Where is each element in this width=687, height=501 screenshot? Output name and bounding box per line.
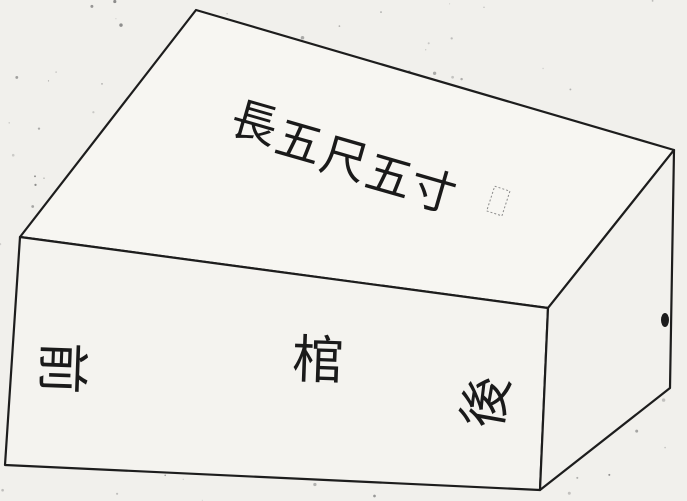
paper-speck bbox=[449, 3, 451, 5]
paper-speck bbox=[90, 4, 94, 8]
paper-speck bbox=[432, 71, 437, 75]
paper-speck bbox=[119, 23, 123, 27]
front-char-front: 前 bbox=[30, 341, 92, 395]
paper-speck bbox=[451, 75, 454, 79]
paper-speck bbox=[182, 478, 184, 480]
paper-speck bbox=[34, 183, 37, 187]
paper-speck bbox=[567, 491, 571, 495]
paper-speck bbox=[427, 42, 430, 45]
front-center-char-group: 棺 bbox=[291, 330, 345, 392]
front-char-coffin: 棺 bbox=[291, 330, 345, 392]
coffin-side-face bbox=[538, 148, 676, 492]
paper-speck bbox=[380, 11, 382, 14]
paper-speck bbox=[0, 243, 2, 246]
paper-speck bbox=[101, 83, 103, 85]
paper-speck bbox=[373, 494, 376, 498]
paper-speck bbox=[569, 88, 572, 91]
paper-speck bbox=[1, 488, 4, 492]
paper-speck bbox=[47, 80, 50, 82]
paper-speck bbox=[116, 492, 119, 495]
paper-speck bbox=[92, 111, 95, 114]
paper-speck bbox=[31, 205, 35, 208]
paper-speck bbox=[576, 476, 579, 479]
paper-speck bbox=[450, 37, 453, 40]
side-face-mark bbox=[661, 313, 669, 327]
paper-speck bbox=[661, 398, 666, 402]
paper-speck bbox=[460, 77, 463, 81]
paper-speck bbox=[226, 13, 228, 15]
paper-speck bbox=[11, 153, 15, 157]
paper-speck bbox=[115, 18, 117, 20]
paper-speck bbox=[651, 0, 654, 2]
paper-speck bbox=[313, 482, 317, 487]
paper-speck bbox=[483, 6, 485, 8]
paper-speck bbox=[37, 127, 41, 130]
paper-speck bbox=[164, 474, 167, 477]
paper-speck bbox=[113, 0, 117, 4]
paper-speck bbox=[635, 429, 639, 433]
paper-speck bbox=[43, 177, 45, 179]
front-right-char-group: 後 bbox=[453, 371, 521, 433]
front-char-rear: 後 bbox=[453, 371, 521, 433]
paper-speck bbox=[338, 25, 341, 27]
paper-speck bbox=[542, 67, 544, 70]
paper-speck bbox=[55, 71, 57, 73]
front-left-char-group: 前 bbox=[30, 341, 92, 395]
paper-speck bbox=[34, 175, 36, 178]
paper-speck bbox=[608, 473, 611, 476]
paper-speck bbox=[300, 36, 305, 40]
paper-speck bbox=[664, 446, 666, 449]
paper-speck bbox=[15, 75, 19, 79]
paper-speck bbox=[425, 49, 427, 51]
paper-speck bbox=[8, 122, 10, 124]
